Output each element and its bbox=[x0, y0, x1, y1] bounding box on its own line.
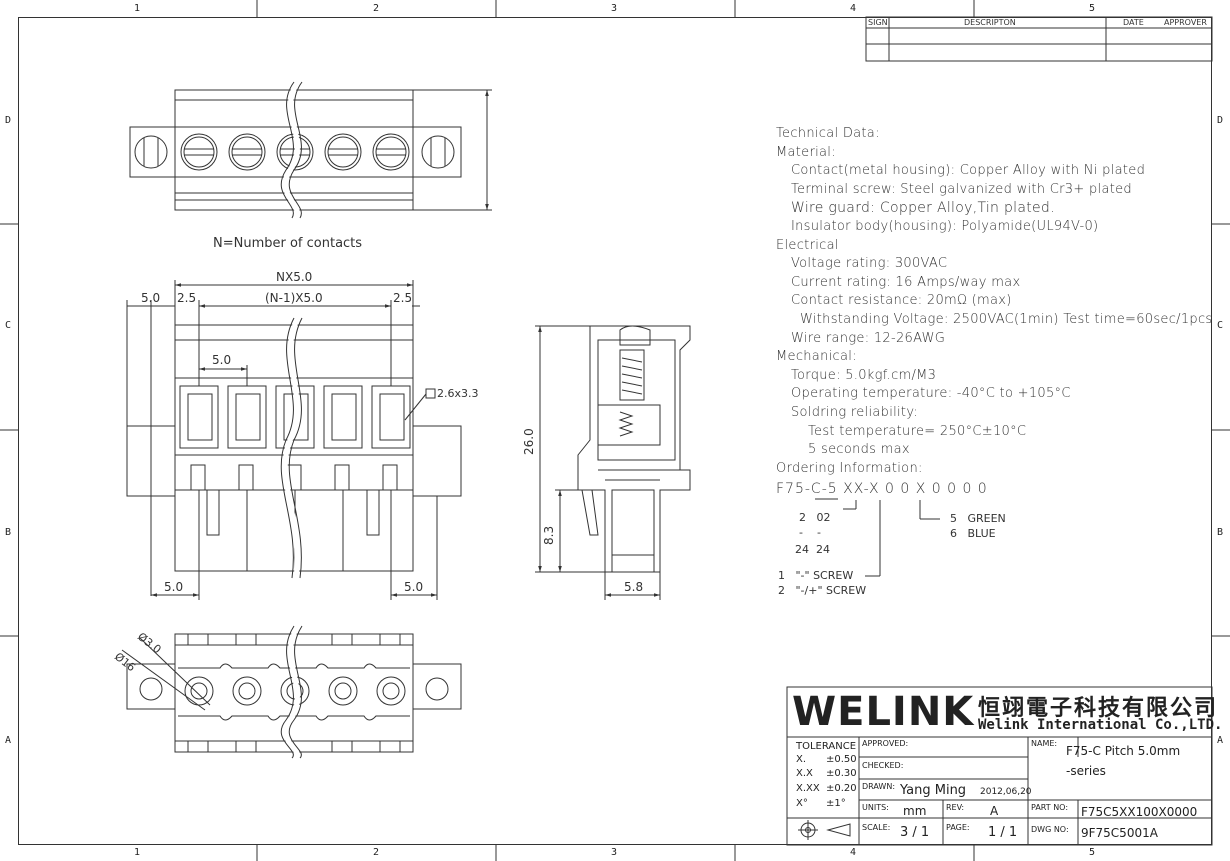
units-value: mm bbox=[903, 804, 927, 818]
zone-row-a-right: A bbox=[1217, 735, 1224, 746]
ordering-color-blue: 6 BLUE bbox=[950, 527, 996, 540]
ordering-screw-2: 2 "-/+" SCREW bbox=[778, 584, 867, 597]
rev-date-header: DATE bbox=[1123, 18, 1144, 27]
tech-line: Ordering Information: bbox=[776, 460, 923, 476]
drawn-date: 2012,06,20 bbox=[980, 787, 1032, 797]
ordering-position-3: 24 24 bbox=[795, 543, 830, 556]
dim-side-height: 26.0 bbox=[522, 428, 536, 455]
drawn-by: Yang Ming bbox=[900, 783, 967, 798]
tolerance-label: TOLERANCE bbox=[796, 741, 857, 752]
dim-side-lower: 8.3 bbox=[542, 525, 556, 545]
tolerance-value-1: ±0.50 bbox=[826, 754, 857, 765]
zone-col-4-bottom: 4 bbox=[849, 847, 857, 858]
name-value-1: F75-C Pitch 5.0mm bbox=[1066, 744, 1181, 758]
dim-left-5: 5.0 bbox=[141, 291, 161, 305]
rev-label: REV: bbox=[946, 803, 965, 812]
tech-line: Wire range: 12-26AWG bbox=[791, 330, 946, 346]
dim-side-width: 5.8 bbox=[624, 580, 644, 594]
name-label: NAME: bbox=[1031, 739, 1058, 748]
part-no-label: PART NO: bbox=[1031, 803, 1069, 812]
ordering-position-2: - - bbox=[799, 526, 821, 539]
tech-line: Insulator body(housing): Polyamide(UL94V… bbox=[791, 218, 1099, 234]
checked-label: CHECKED: bbox=[862, 761, 904, 770]
name-value-2: -series bbox=[1066, 764, 1106, 778]
welink-logo: WELINK bbox=[792, 689, 975, 735]
contacts-note: N=Number of contacts bbox=[213, 236, 363, 251]
zone-col-5-bottom: 5 bbox=[1088, 847, 1096, 858]
drawing-frame bbox=[18, 17, 1212, 845]
tech-line: Contact resistance: 20mΩ (max) bbox=[791, 293, 1012, 309]
dim-n1x5: (N-1)X5.0 bbox=[265, 291, 323, 305]
rev-value: A bbox=[990, 804, 999, 818]
zone-col-5-top: 5 bbox=[1088, 3, 1096, 14]
company-name-cn: 恒翊電子科技有限公司 bbox=[978, 695, 1219, 721]
tech-line: 5 seconds max bbox=[808, 442, 910, 458]
zone-col-3-top: 3 bbox=[610, 3, 618, 14]
zone-row-a-left: A bbox=[5, 735, 12, 746]
ordering-color-green: 5 GREEN bbox=[950, 512, 1006, 525]
zone-row-d-right: D bbox=[1217, 115, 1224, 126]
tolerance-key-3: X.XX bbox=[796, 783, 820, 794]
dim-square: 2.6x3.3 bbox=[437, 387, 479, 400]
dim-left-2-5: 2.5 bbox=[177, 291, 197, 305]
tech-line: Electrical bbox=[776, 237, 839, 253]
rev-sign-header: SIGN bbox=[868, 18, 888, 27]
technical-data: Technical Data: Material: Contact(metal … bbox=[776, 125, 1212, 478]
tech-line: Operating temperature: -40°C to +105°C bbox=[791, 386, 1071, 402]
tech-line: Technical Data: bbox=[776, 126, 880, 141]
ordering-screw-1: 1 "-" SCREW bbox=[778, 569, 854, 582]
zone-row-c-left: C bbox=[5, 320, 12, 331]
dwg-no-value: 9F75C5001A bbox=[1081, 826, 1158, 840]
tech-line: Current rating: 16 Amps/way max bbox=[791, 274, 1021, 290]
tech-line: Wire guard: Copper Alloy,Tin plated. bbox=[791, 200, 1055, 217]
tech-line: Contact(metal housing): Copper Alloy wit… bbox=[791, 163, 1146, 179]
tech-line: Torque: 5.0kgf.cm/M3 bbox=[791, 367, 937, 383]
tolerance-value-3: ±0.20 bbox=[826, 783, 857, 794]
dim-bottom-left: 5.0 bbox=[164, 580, 184, 594]
zone-col-1-top: 1 bbox=[133, 3, 141, 14]
tech-line: Voltage rating: 300VAC bbox=[791, 256, 948, 272]
tech-line: Test temperature= 250°C±10°C bbox=[808, 423, 1027, 439]
page-label: PAGE: bbox=[946, 823, 970, 832]
ordering-code: F75-C-5 XX-X 0 0 X 0 0 0 0 bbox=[776, 481, 988, 497]
zone-row-b-right: B bbox=[1217, 527, 1224, 538]
dim-nx5: NX5.0 bbox=[276, 270, 313, 284]
drawn-label: DRAWN: bbox=[862, 782, 896, 791]
zone-col-4-top: 4 bbox=[849, 3, 857, 14]
ordering-position-1: 2 02 bbox=[799, 511, 831, 524]
zone-col-3-bottom: 3 bbox=[610, 847, 618, 858]
tolerance-value-4: ±1° bbox=[826, 798, 846, 809]
tech-line: Terminal screw: Steel galvanized with Cr… bbox=[791, 181, 1132, 197]
rev-description-header: DESCRIPTON bbox=[964, 18, 1016, 27]
zone-col-1-bottom: 1 bbox=[133, 847, 141, 858]
tolerance-key-2: X.X bbox=[796, 768, 813, 779]
tolerance-key-1: X. bbox=[796, 754, 807, 765]
dwg-no-label: DWG NO: bbox=[1031, 825, 1069, 834]
approved-label: APPROVED: bbox=[862, 739, 909, 748]
zone-col-2-bottom: 2 bbox=[372, 847, 380, 858]
zone-row-d-left: D bbox=[5, 115, 12, 126]
tech-line: Withstanding Voltage: 2500VAC(1min) Test… bbox=[800, 311, 1213, 327]
zone-col-2-top: 2 bbox=[372, 3, 380, 14]
company-name-en: Welink International Co.,LTD. bbox=[978, 717, 1223, 733]
dim-right-2-5: 2.5 bbox=[393, 291, 413, 305]
page-value: 1 / 1 bbox=[988, 825, 1018, 840]
part-no-value: F75C5XX100X0000 bbox=[1081, 805, 1198, 819]
scale-label: SCALE: bbox=[862, 823, 891, 832]
tech-line: Mechanical: bbox=[776, 349, 857, 365]
units-label: UNITS: bbox=[862, 803, 889, 812]
zone-row-b-left: B bbox=[5, 527, 12, 538]
tech-line: Soldring reliability: bbox=[791, 404, 919, 420]
tolerance-key-4: X° bbox=[796, 798, 808, 809]
zone-row-c-right: C bbox=[1217, 320, 1224, 331]
tech-line: Material: bbox=[776, 144, 836, 160]
rev-approver-header: APPROVER bbox=[1164, 18, 1207, 27]
tolerance-value-2: ±0.30 bbox=[826, 768, 857, 779]
scale-value: 3 / 1 bbox=[900, 825, 930, 840]
dim-bottom-right: 5.0 bbox=[404, 580, 424, 594]
dim-pitch-5: 5.0 bbox=[212, 353, 232, 367]
